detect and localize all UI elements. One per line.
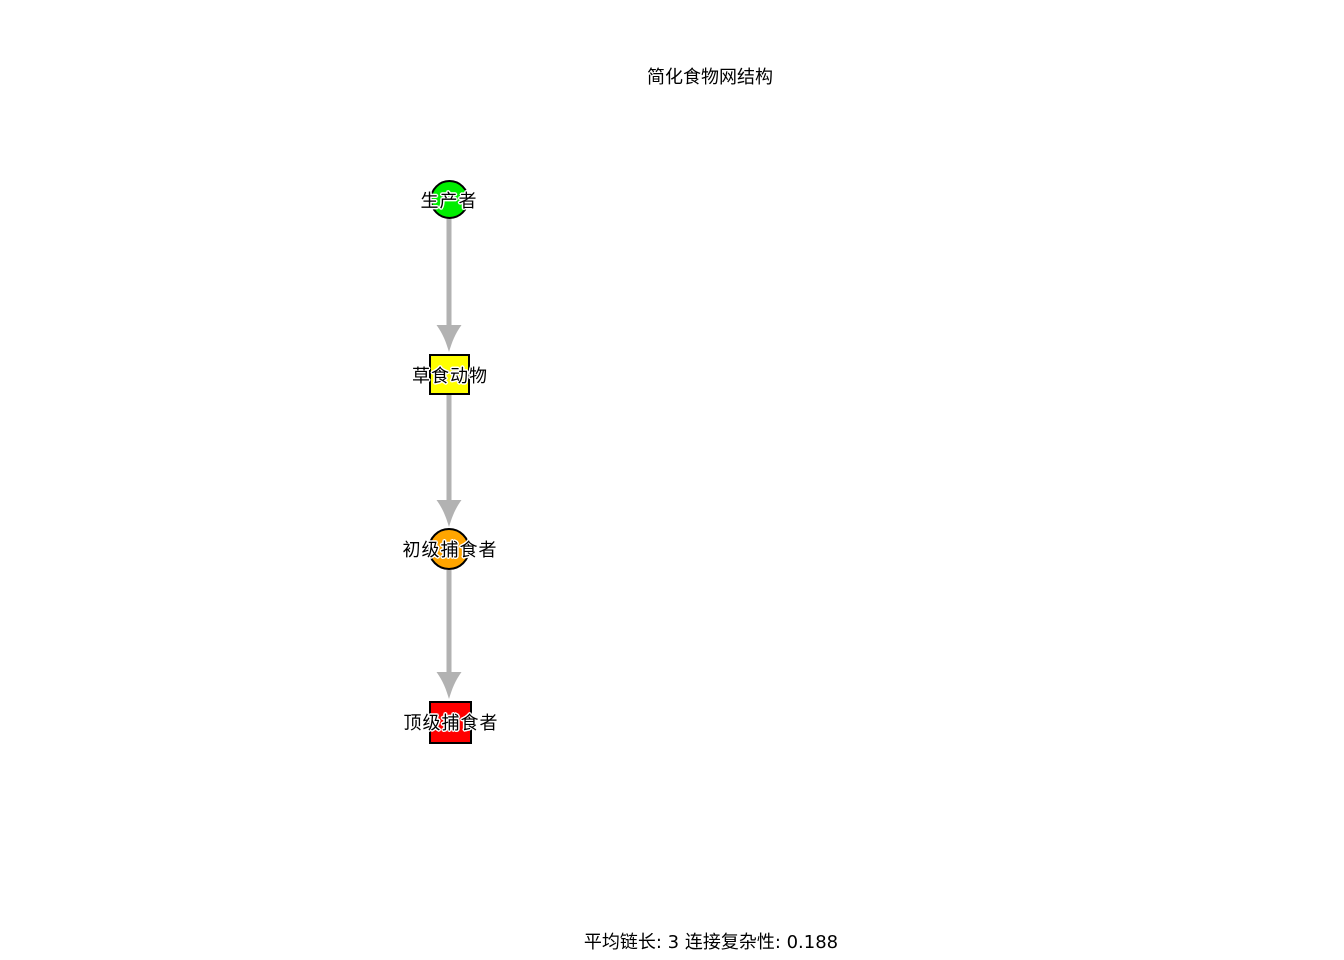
node-label-top-predator: 顶级捕食者 — [403, 713, 499, 734]
node-producer — [429, 179, 469, 219]
arrowhead-icon — [436, 325, 462, 352]
node-label-herbivore: 草食动物 — [412, 366, 488, 387]
edge-producer-herbivore — [436, 218, 462, 352]
edge-herbivore-primary-predator — [436, 395, 462, 527]
figure-stats: 平均链长: 3 连接复杂性: 0.188 — [583, 932, 839, 953]
node-top-predator — [428, 700, 472, 744]
edge-primary-predator-top-predator — [436, 570, 462, 699]
arrowhead-icon — [436, 672, 462, 699]
node-primary-predator — [428, 528, 470, 570]
node-herbivore — [428, 353, 470, 395]
arrowhead-icon — [436, 500, 462, 527]
node-label-producer: 生产者 — [420, 191, 478, 212]
node-label-primary-predator: 初级捕食者 — [402, 540, 498, 561]
figure-title: 简化食物网结构 — [647, 67, 773, 88]
